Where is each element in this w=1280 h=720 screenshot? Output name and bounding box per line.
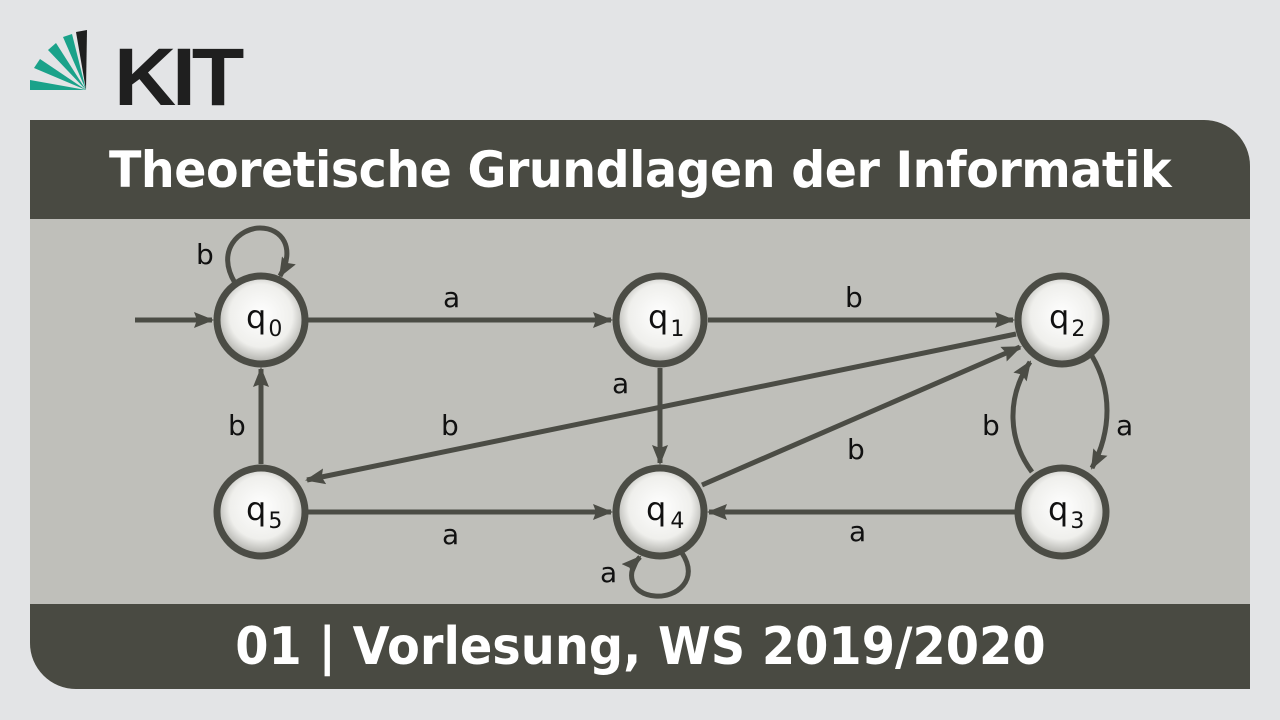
edge-q2-q5 [305, 331, 1017, 485]
label-q1-q4: a [612, 367, 629, 400]
label-q4-q2: b [847, 433, 865, 466]
kit-fan-icon [30, 30, 87, 90]
automaton-diagram: b a b a b a b a b a b a q0 q1 [30, 219, 1250, 604]
svg-text:q2: q2 [1049, 298, 1085, 342]
course-title: Theoretische Grundlagen der Informatik [108, 140, 1172, 199]
edge-q2-q3 [1089, 354, 1110, 470]
svg-text:q1: q1 [648, 298, 684, 342]
state-q3: q3 [1014, 464, 1110, 560]
state-q0: q0 [213, 272, 309, 368]
footer-band: 01 | Vorlesung, WS 2019/2020 [30, 604, 1250, 689]
label-q5-q4: a [442, 518, 459, 551]
label-q5-q0: b [228, 409, 246, 442]
edge-q4-q4 [621, 551, 691, 599]
lecture-subtitle: 01 | Vorlesung, WS 2019/2020 [234, 616, 1046, 677]
label-q0-q1: a [443, 281, 460, 314]
label-q0-q0: b [196, 238, 214, 271]
svg-text:q3: q3 [1048, 490, 1084, 534]
state-q5: q5 [213, 464, 309, 560]
state-q2: q2 [1014, 272, 1110, 368]
svg-text:q0: q0 [246, 298, 282, 342]
label-q4-q4: a [600, 556, 617, 589]
title-card: Theoretische Grundlagen der Informatik [30, 120, 1250, 689]
label-q2-q5: b [441, 409, 459, 442]
header-band: Theoretische Grundlagen der Informatik [30, 120, 1250, 219]
edge-q0-q0 [225, 225, 296, 285]
label-q3-q4: a [849, 515, 866, 548]
kit-logo-text: KIT [114, 32, 244, 123]
svg-text:q4: q4 [646, 490, 684, 534]
label-q2-q3: a [1116, 409, 1133, 442]
state-q1: q1 [612, 272, 708, 368]
label-q1-q2: b [845, 281, 863, 314]
svg-text:q5: q5 [246, 490, 282, 534]
label-q3-q2: b [982, 409, 1000, 442]
kit-logo: KIT [30, 28, 244, 119]
edge-q4-q2 [701, 344, 1022, 488]
edge-q3-q2 [1010, 360, 1035, 474]
